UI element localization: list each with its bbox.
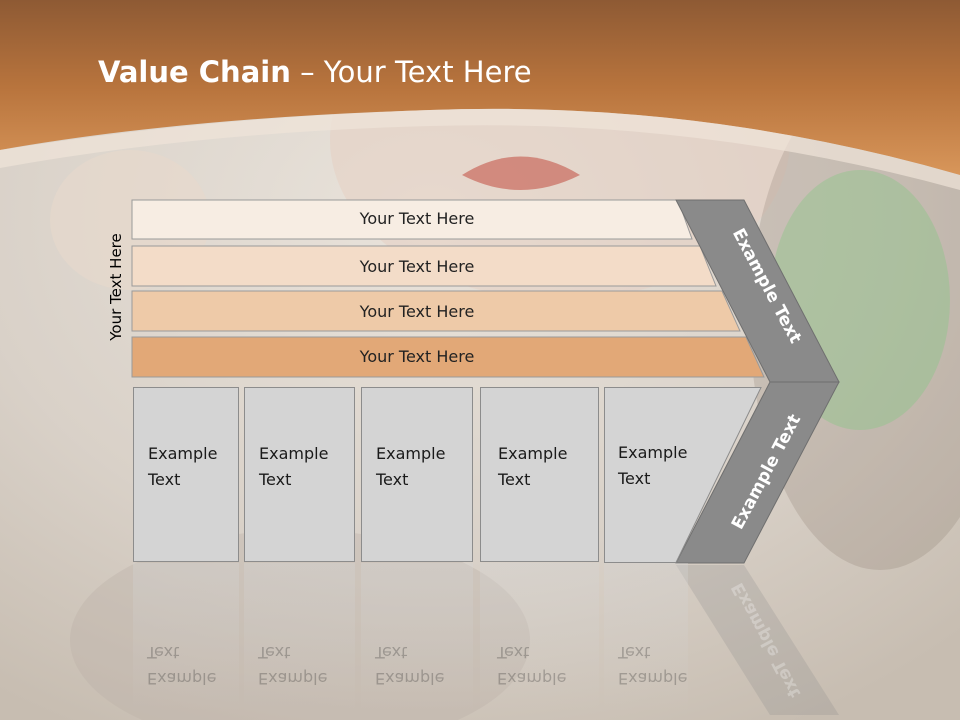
header-swoosh bbox=[0, 108, 960, 190]
box-5-reflection: Example Text bbox=[604, 563, 688, 713]
box-1-reflection-label: Example Text bbox=[147, 639, 247, 691]
box-5-shape bbox=[604, 387, 762, 563]
side-label: Your Text Here bbox=[107, 233, 125, 341]
box-2-line2: Text bbox=[259, 470, 292, 489]
box-2-line1: Example bbox=[259, 444, 329, 463]
bar-3 bbox=[131, 290, 741, 332]
box-3-line2: Text bbox=[376, 470, 409, 489]
box-2-reflection-line2: Text bbox=[258, 643, 291, 662]
box-3-reflection: Example Text bbox=[361, 563, 473, 713]
bar-1 bbox=[131, 199, 693, 240]
box-2-reflection-line1: Example bbox=[258, 669, 328, 688]
header-band bbox=[0, 0, 960, 175]
box-3-reflection-label: Example Text bbox=[375, 639, 475, 691]
title-rest: – Your Text Here bbox=[290, 55, 532, 89]
bar-1-label: Your Text Here bbox=[359, 209, 475, 228]
box-1-line2: Text bbox=[148, 470, 181, 489]
photo-lips-shape bbox=[462, 156, 580, 190]
box-5-line1: Example bbox=[618, 443, 688, 462]
box-1-reflection-line1: Example bbox=[147, 669, 217, 688]
box-2-reflection-label: Example Text bbox=[258, 639, 358, 691]
box-3-reflection-line2: Text bbox=[375, 643, 408, 662]
box-1-line1: Example bbox=[148, 444, 218, 463]
box-2-reflection: Example Text bbox=[244, 563, 355, 713]
bar-4 bbox=[131, 336, 765, 378]
box-4-reflection-line1: Example bbox=[497, 669, 567, 688]
box-5-line2: Text bbox=[618, 469, 651, 488]
bar-3-label: Your Text Here bbox=[359, 302, 475, 321]
box-5-reflection-label: Example Text bbox=[618, 639, 718, 691]
box-4-reflection: Example Text bbox=[480, 563, 599, 713]
box-1-reflection: Example Text bbox=[133, 563, 239, 713]
slide-title: Value Chain – Your Text Here bbox=[98, 55, 532, 89]
photo-bowl-shape bbox=[70, 530, 530, 720]
box-4-reflection-line2: Text bbox=[497, 643, 530, 662]
box-5-reflection-line2: Text bbox=[618, 643, 651, 662]
chevron-reflection bbox=[676, 565, 839, 715]
bar-4-label: Your Text Here bbox=[359, 347, 475, 366]
bar-2 bbox=[131, 245, 717, 287]
box-5-reflection-line1: Example bbox=[618, 669, 688, 688]
box-1-reflection-line2: Text bbox=[147, 643, 180, 662]
box-4-reflection-label: Example Text bbox=[497, 639, 597, 691]
chevron-lower bbox=[675, 381, 840, 564]
box-3-line1: Example bbox=[376, 444, 446, 463]
box-4-line1: Example bbox=[498, 444, 568, 463]
box-4-line2: Text bbox=[498, 470, 531, 489]
bar-2-label: Your Text Here bbox=[359, 257, 475, 276]
title-bold: Value Chain bbox=[98, 55, 291, 89]
box-3-reflection-line1: Example bbox=[375, 669, 445, 688]
